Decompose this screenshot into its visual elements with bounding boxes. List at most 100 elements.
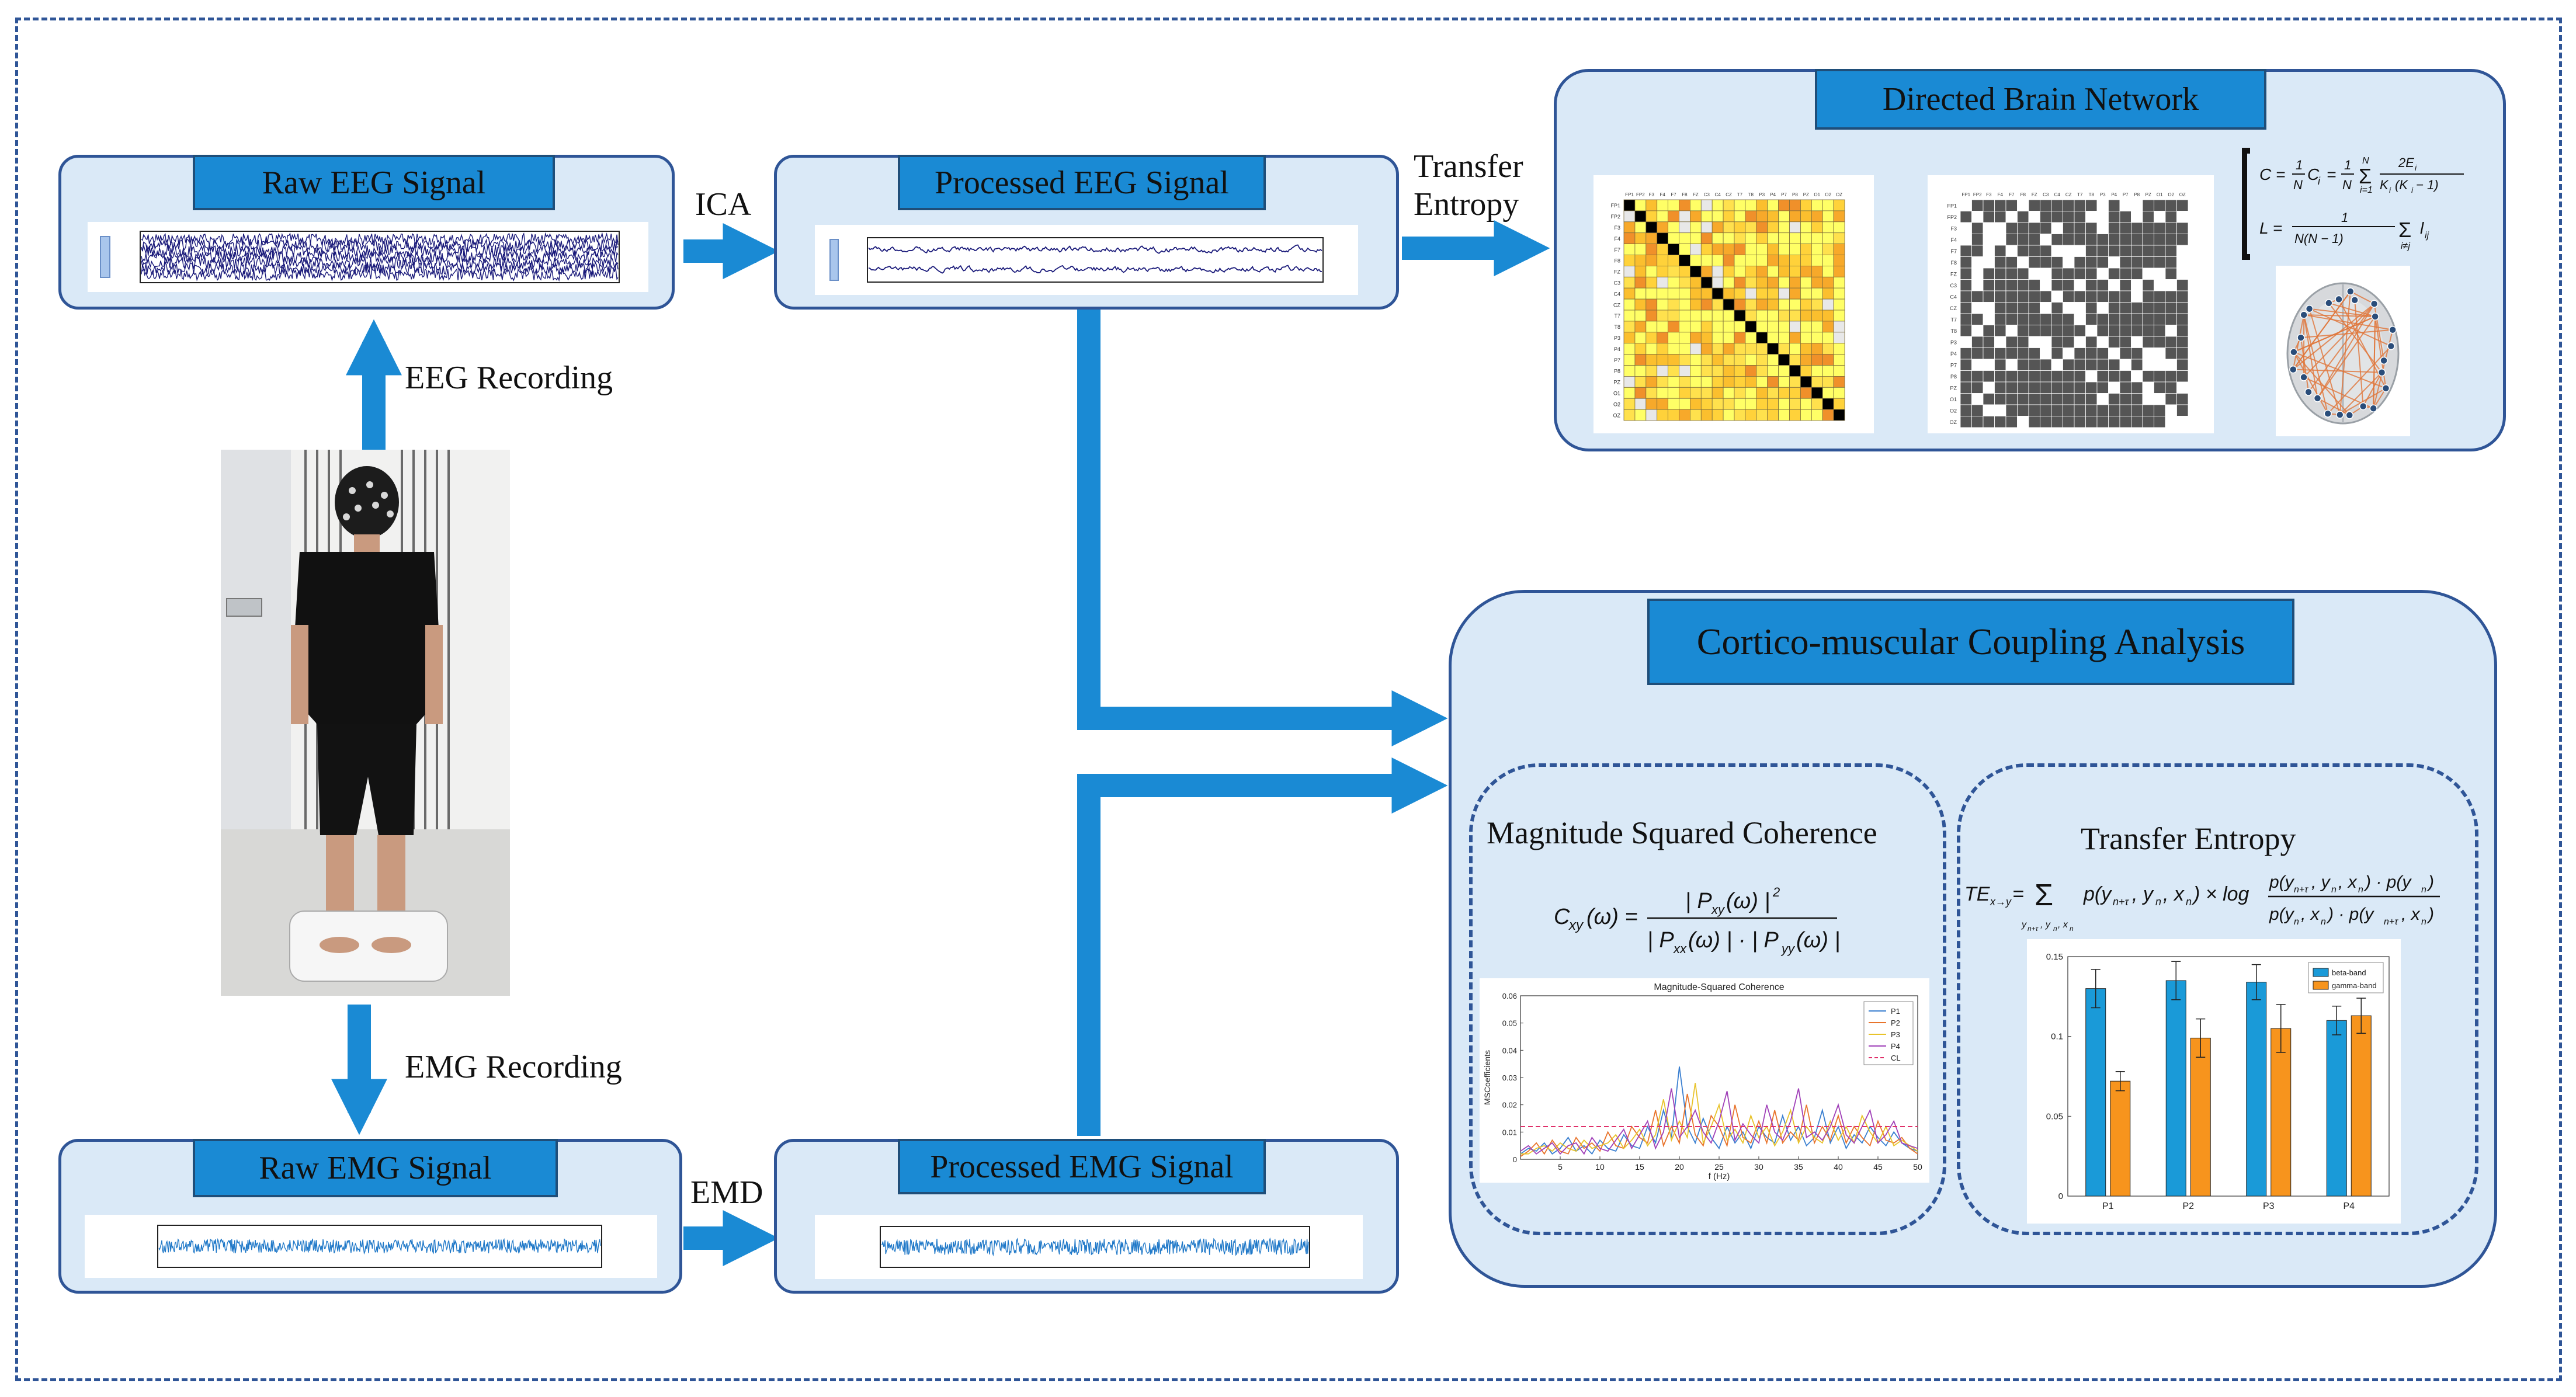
binary-matrix-cell xyxy=(2005,370,2018,383)
binary-matrix-cell xyxy=(1971,234,1984,246)
te-matrix-col-label: C4 xyxy=(1715,192,1721,197)
te-matrix-cell xyxy=(1634,276,1647,289)
te-matrix-cell xyxy=(1756,365,1768,377)
te-matrix-cell xyxy=(1657,310,1668,322)
te-matrix-col-label: P7 xyxy=(1781,192,1787,197)
cmc-title: Cortico-muscular Coupling Analysis xyxy=(1647,599,2294,685)
svg-text:l: l xyxy=(2420,219,2424,237)
binary-matrix-cell xyxy=(2074,393,2086,405)
binary-matrix-cell xyxy=(2142,347,2154,360)
svg-text:yy: yy xyxy=(1780,941,1796,956)
te-matrix-cell xyxy=(1657,221,1668,234)
svg-text:n: n xyxy=(2421,917,2426,927)
svg-text:p(y: p(y xyxy=(2269,873,2295,892)
te-matrix-cell xyxy=(1756,276,1768,289)
binary-matrix-cell xyxy=(2165,302,2177,314)
te-matrix-cell xyxy=(1645,409,1658,421)
binary-matrix-cell xyxy=(2063,267,2075,280)
te-matrix-cell xyxy=(1623,376,1636,388)
binary-matrix-cell xyxy=(2142,290,2154,303)
brain-node xyxy=(2305,304,2314,313)
binary-matrix-cell xyxy=(2063,199,2075,211)
te-bar-gamma-band xyxy=(2110,1080,2131,1197)
binary-matrix-cell xyxy=(2040,381,2052,394)
binary-matrix-cell xyxy=(2108,416,2120,428)
te-matrix-cell xyxy=(1668,310,1679,322)
svg-text:x→y: x→y xyxy=(1990,896,2012,908)
binary-matrix-cell xyxy=(2176,199,2189,211)
te-matrix-cell xyxy=(1811,210,1823,223)
binary-matrix-cell xyxy=(2005,234,2018,246)
msc-x-axis-label: f (Hz) xyxy=(1709,1172,1730,1181)
binary-matrix-cell xyxy=(2028,347,2040,360)
te-matrix-cell xyxy=(1645,343,1658,355)
binary-matrix-cell xyxy=(2154,393,2166,405)
binary-matrix-cell xyxy=(2005,393,2018,405)
binary-matrix-cell xyxy=(2154,381,2166,394)
svg-text:i: i xyxy=(2415,163,2417,172)
te-matrix-cell xyxy=(1657,398,1668,410)
binary-matrix-cell xyxy=(2074,313,2086,325)
binary-matrix-col-label: OZ xyxy=(2179,192,2186,197)
binary-matrix-cell xyxy=(2040,199,2052,211)
emg-recording-label: EMG Recording xyxy=(405,1049,622,1085)
binary-matrix-cell xyxy=(1971,199,1984,211)
brain-edge xyxy=(2317,303,2375,399)
binary-matrix-cell xyxy=(2119,199,2131,211)
brain-node xyxy=(2369,404,2377,412)
te-matrix-cell xyxy=(1822,244,1834,255)
svg-text:=: = xyxy=(2327,165,2336,183)
raw-eeg-title: Raw EEG Signal xyxy=(193,155,555,210)
te-matrix-col-label: O2 xyxy=(1825,192,1831,197)
binary-matrix-cell xyxy=(2085,381,2098,394)
binary-matrix-cell xyxy=(1983,234,1995,246)
te-matrix-cell xyxy=(1668,255,1679,266)
brain-node xyxy=(2324,409,2332,418)
te-matrix-cell xyxy=(1645,255,1658,266)
te-matrix-cell xyxy=(1833,365,1845,377)
binary-matrix-cell xyxy=(1983,256,1995,269)
te-matrix-cell xyxy=(1711,365,1724,377)
te-matrix-cell xyxy=(1822,210,1834,223)
binary-matrix-cell xyxy=(2028,222,2040,234)
binary-matrix-row-label: F8 xyxy=(1950,260,1957,266)
binary-matrix-cell xyxy=(2017,313,2029,325)
te-matrix-cell xyxy=(1657,409,1668,421)
binary-matrix-cell xyxy=(2085,290,2098,303)
binary-matrix-col-label: T8 xyxy=(2089,192,2095,197)
brain-node xyxy=(2388,325,2397,334)
te-matrix-cell xyxy=(1657,387,1668,399)
te-matrix-cell xyxy=(1800,398,1812,410)
te-matrix-cell xyxy=(1623,310,1636,322)
binary-matrix-cell xyxy=(1983,267,1995,280)
binary-matrix-cell xyxy=(2119,359,2131,371)
binary-matrix-cell xyxy=(2119,393,2131,405)
binary-matrix-cell xyxy=(1983,313,1995,325)
binary-matrix-cell xyxy=(2063,313,2075,325)
binary-matrix-cell xyxy=(2131,404,2143,416)
te-legend-label: gamma-band xyxy=(2332,981,2377,990)
binary-matrix-cell xyxy=(1994,256,2006,269)
binary-matrix-cell xyxy=(2142,279,2154,291)
te-matrix-cell xyxy=(1634,321,1647,333)
binary-matrix-cell xyxy=(2074,245,2086,257)
binary-matrix-cell xyxy=(2119,222,2131,234)
te-matrix-cell xyxy=(1623,354,1636,366)
te-legend-swatch xyxy=(2313,981,2329,990)
te-matrix-cell xyxy=(1811,310,1823,322)
binary-matrix-cell xyxy=(2051,347,2063,360)
te-matrix-cell xyxy=(1668,365,1679,377)
binary-matrix-cell xyxy=(2040,267,2052,280)
te-matrix-cell xyxy=(1700,387,1713,399)
binary-matrix-cell xyxy=(1960,199,1972,211)
te-matrix-cell xyxy=(1634,221,1647,234)
te-matrix-cell xyxy=(1833,321,1845,333)
binary-matrix-cell xyxy=(2085,279,2098,291)
te-matrix-col-label: P3 xyxy=(1759,192,1765,197)
brain-edge xyxy=(2293,351,2386,389)
binary-matrix-cell xyxy=(1994,404,2006,416)
binary-matrix-cell xyxy=(2040,347,2052,360)
te-x-tick-label: P3 xyxy=(2263,1201,2275,1211)
binary-matrix-row-label: F4 xyxy=(1950,237,1957,243)
